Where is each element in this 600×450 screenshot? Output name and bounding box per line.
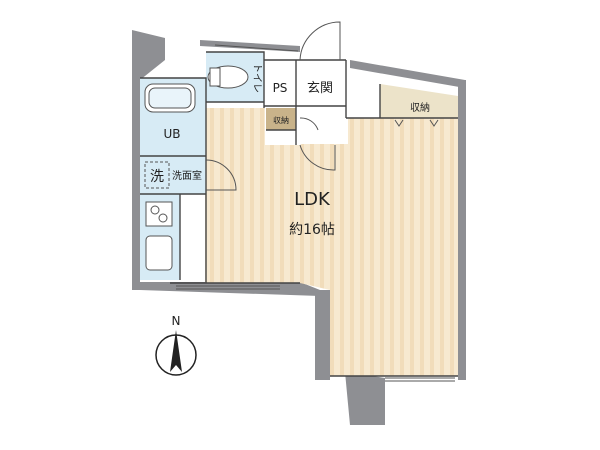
wash-mark: 洗 [150, 169, 164, 185]
ldk-floor [205, 108, 458, 376]
windows [176, 44, 455, 382]
ub-label: UB [163, 127, 180, 141]
entrance-area [296, 60, 346, 106]
compass-north-label: N [172, 314, 181, 328]
walls [132, 30, 466, 425]
doors [205, 21, 341, 191]
entrance-floor [296, 108, 348, 144]
ps-label: PS [273, 81, 288, 95]
wall-top-left-column [132, 30, 165, 80]
wall-bottom-right-column [345, 372, 385, 425]
interior-walls [140, 51, 458, 377]
ps-area [264, 60, 296, 106]
wall-left [132, 80, 140, 285]
washer-space [144, 161, 170, 189]
wall-top-right [350, 60, 465, 88]
ldk-size-label: 約16帖 [289, 222, 335, 238]
fixtures [144, 65, 249, 271]
washroom-label: 洗面室 [172, 169, 202, 182]
storage-top-label: 収納 [410, 101, 430, 114]
toilet-label: トイレ [251, 63, 262, 93]
wall-bottom-mid [315, 290, 330, 380]
entrance-door-swing [299, 21, 341, 61]
inner-door-swing [299, 144, 336, 171]
washroom-door-swing [205, 159, 237, 191]
kitchen-sink [145, 235, 173, 271]
ldk-label: LDK [294, 189, 331, 210]
storage-door-swing [299, 117, 319, 131]
storage-small-label: 収納 [273, 115, 289, 125]
compass-needle-icon [170, 330, 182, 372]
storage-hangers [394, 119, 439, 127]
wall-right [458, 80, 466, 380]
compass: N [155, 314, 197, 376]
storage-small [266, 108, 296, 130]
storage-top [380, 84, 458, 118]
cooktop [145, 201, 173, 227]
entrance-label: 玄関 [307, 81, 333, 96]
